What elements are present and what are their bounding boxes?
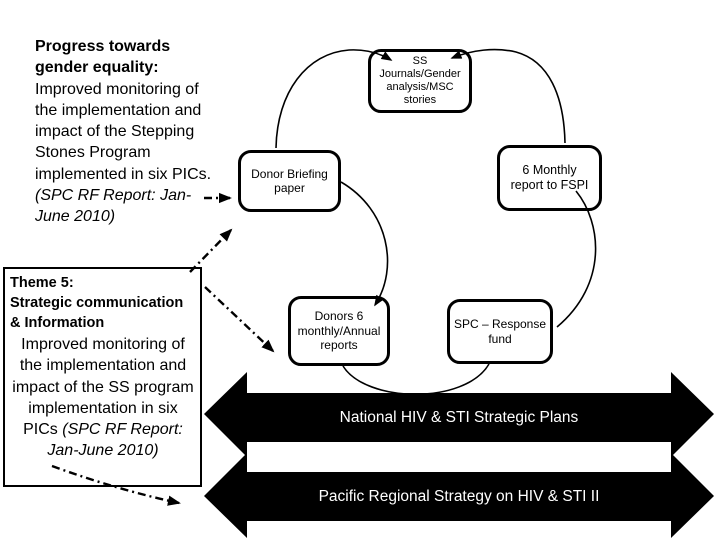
theme5-body: Improved monitoring of the implementatio… xyxy=(10,334,196,462)
dashdot-arrow-theme5-up xyxy=(189,228,233,273)
theme5-body-italic: (SPC RF Report: Jan-June 2010) xyxy=(47,421,183,460)
arc-fspi-to-spc xyxy=(556,190,597,328)
box-fspi-report-label: 6 Monthly report to FSPI xyxy=(510,163,589,192)
box-donors-reports: Donors 6 monthly/Annual reports xyxy=(288,296,390,366)
box-ss-journals-label: SS Journals/Gender analysis/MSC stories xyxy=(379,54,461,107)
box-ss-journals: SS Journals/Gender analysis/MSC stories xyxy=(368,49,472,113)
theme5-box: Theme 5: Strategic communication & Infor… xyxy=(3,267,202,487)
box-spc-fund: SPC – Response fund xyxy=(447,299,553,364)
box-donor-briefing: Donor Briefing paper xyxy=(238,150,341,212)
arc-donorbriefing-to-donors xyxy=(340,181,389,307)
box-fspi-report: 6 Monthly report to FSPI xyxy=(497,145,602,211)
theme5-body-text: Improved monitoring of the implementatio… xyxy=(12,336,194,439)
theme5-heading-line1: Theme 5: xyxy=(10,275,74,291)
theme5-heading: Theme 5: Strategic communication & Infor… xyxy=(10,273,196,333)
banner-national-label: National HIV & STI Strategic Plans xyxy=(339,409,579,426)
theme5-heading-line2: Strategic communication & Information xyxy=(10,295,184,331)
intro-paragraph: Progress towards gender equality: Improv… xyxy=(35,36,218,227)
intro-italic-text: (SPC RF Report: Jan-June 2010) xyxy=(35,186,192,226)
box-spc-fund-label: SPC – Response fund xyxy=(453,317,547,346)
box-donors-reports-label: Donors 6 monthly/Annual reports xyxy=(297,309,381,353)
dashdot-arrow-theme5-to-donors xyxy=(204,286,275,353)
intro-bold-text: Progress towards gender equality: xyxy=(35,38,171,77)
box-donor-briefing-label: Donor Briefing paper xyxy=(251,166,328,195)
intro-normal-text: Improved monitoring of the implementatio… xyxy=(35,80,212,183)
banner-pacific-label: Pacific Regional Strategy on HIV & STI I… xyxy=(318,488,600,505)
cycle-arc-bottom xyxy=(342,363,490,396)
